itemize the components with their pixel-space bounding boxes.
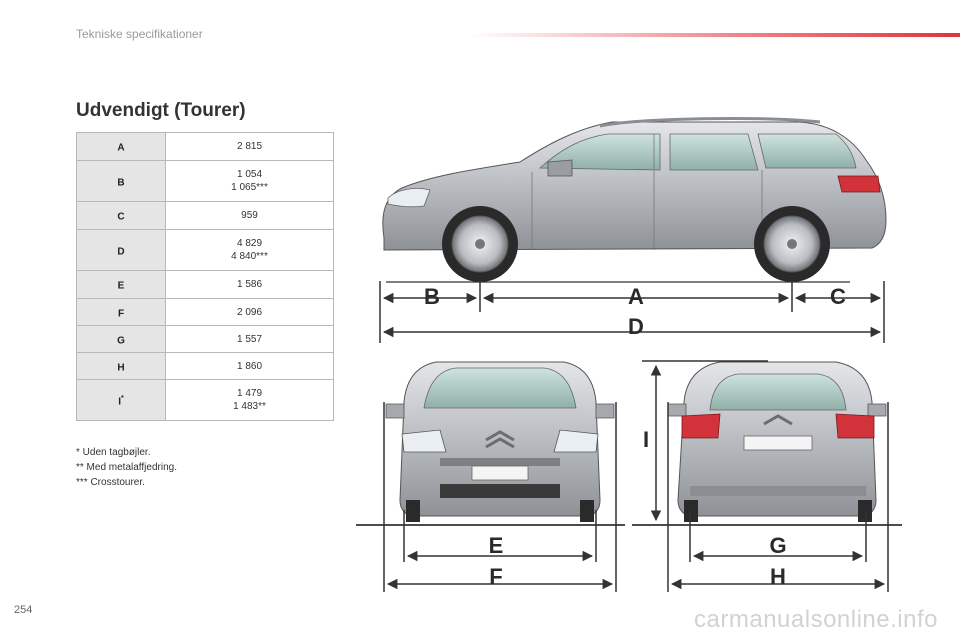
dimension-key: A xyxy=(76,132,166,161)
car-front-view xyxy=(385,361,615,522)
table-row: A 2 815 xyxy=(76,132,334,161)
label-h: H xyxy=(770,564,786,589)
section-title: Udvendigt (Tourer) xyxy=(76,100,246,121)
table-row: C 959 xyxy=(76,201,334,230)
page-number: 254 xyxy=(14,604,33,616)
watermark: carmanualsonline.info xyxy=(694,606,938,633)
side-dimension-lines xyxy=(379,281,885,343)
footnote: *** Crosstourer. xyxy=(76,477,145,488)
label-a: A xyxy=(628,284,644,309)
label-e: E xyxy=(489,533,504,558)
dimension-key: D xyxy=(76,229,166,271)
front-rear-dimension-lines xyxy=(356,360,902,592)
car-rear-view xyxy=(667,361,887,522)
table-row: E 1 586 xyxy=(76,270,334,299)
label-d: D xyxy=(628,314,644,339)
page-header-title: Tekniske specifikationer xyxy=(76,27,203,41)
dimension-value: 1 557 xyxy=(165,325,334,353)
label-c: C xyxy=(830,284,846,309)
dimension-key: I* xyxy=(76,379,166,421)
table-row: F 2 096 xyxy=(76,298,334,326)
dimension-key: E xyxy=(76,270,166,299)
dimension-key: G xyxy=(76,325,166,353)
dimension-key: F xyxy=(76,298,166,326)
dimension-value: 2 815 xyxy=(165,132,334,161)
header-accent-line xyxy=(470,33,960,37)
car-side-view xyxy=(382,117,887,282)
label-b: B xyxy=(424,284,440,309)
footnote: * Uden tagbøjler. xyxy=(76,447,151,458)
dimension-key: H xyxy=(76,352,166,380)
label-f: F xyxy=(489,564,502,589)
footnotes: * Uden tagbøjler. ** Med metalaffjedring… xyxy=(76,445,177,490)
dimension-value: 2 096 xyxy=(165,298,334,326)
dimension-value: 959 xyxy=(165,201,334,230)
label-g: G xyxy=(769,533,786,558)
label-i: I xyxy=(643,427,649,452)
dimension-key: C xyxy=(76,201,166,230)
table-row: G 1 557 xyxy=(76,325,334,353)
footnote: ** Med metalaffjedring. xyxy=(76,462,177,473)
